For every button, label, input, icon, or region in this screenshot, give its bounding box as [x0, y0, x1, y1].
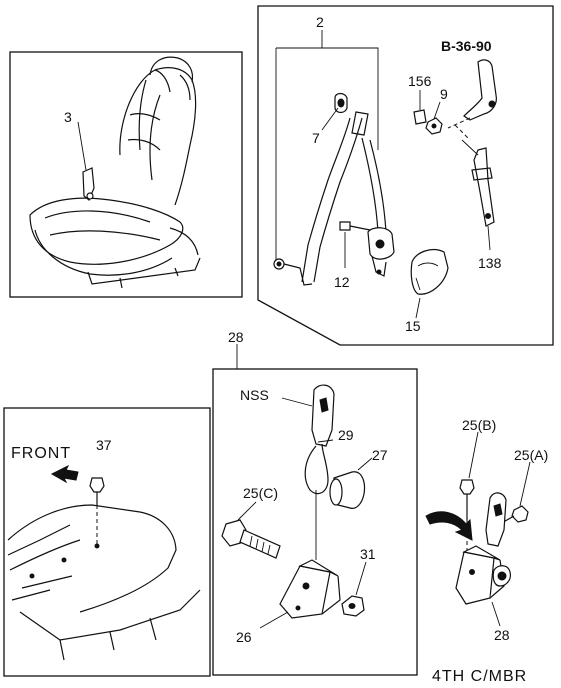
label-part-12: 12: [334, 274, 350, 290]
footer-model-label: 4TH C/MBR: [432, 668, 527, 685]
label-part-138: 138: [478, 255, 502, 271]
seat-panel: [9, 51, 243, 298]
label-part-15: 15: [405, 318, 421, 334]
label-part-2: 2: [316, 14, 324, 30]
floor-panel: [3, 407, 211, 677]
label-part-7: 7: [312, 130, 320, 146]
label-part-25a: 25(A): [514, 447, 548, 463]
label-part-25b: 25(B): [462, 417, 496, 433]
label-part-37: 37: [96, 437, 112, 453]
label-part-28-top: 28: [228, 329, 244, 345]
label-part-29: 29: [338, 427, 354, 443]
buckle-panel: [212, 344, 418, 676]
label-part-156: 156: [408, 73, 432, 89]
label-front: FRONT: [11, 445, 71, 462]
label-part-31: 31: [360, 546, 376, 562]
label-ref-b-36-90: B-36-90: [441, 38, 492, 54]
label-part-28-bottom: 28: [494, 627, 510, 643]
label-nss: NSS: [240, 387, 269, 403]
label-part-3: 3: [64, 109, 72, 125]
assembled-view: [425, 431, 531, 627]
belt-panel: [257, 5, 554, 346]
label-part-9: 9: [440, 86, 448, 102]
label-part-27: 27: [372, 447, 388, 463]
label-part-26: 26: [236, 629, 252, 645]
label-part-25c: 25(C): [243, 485, 278, 501]
